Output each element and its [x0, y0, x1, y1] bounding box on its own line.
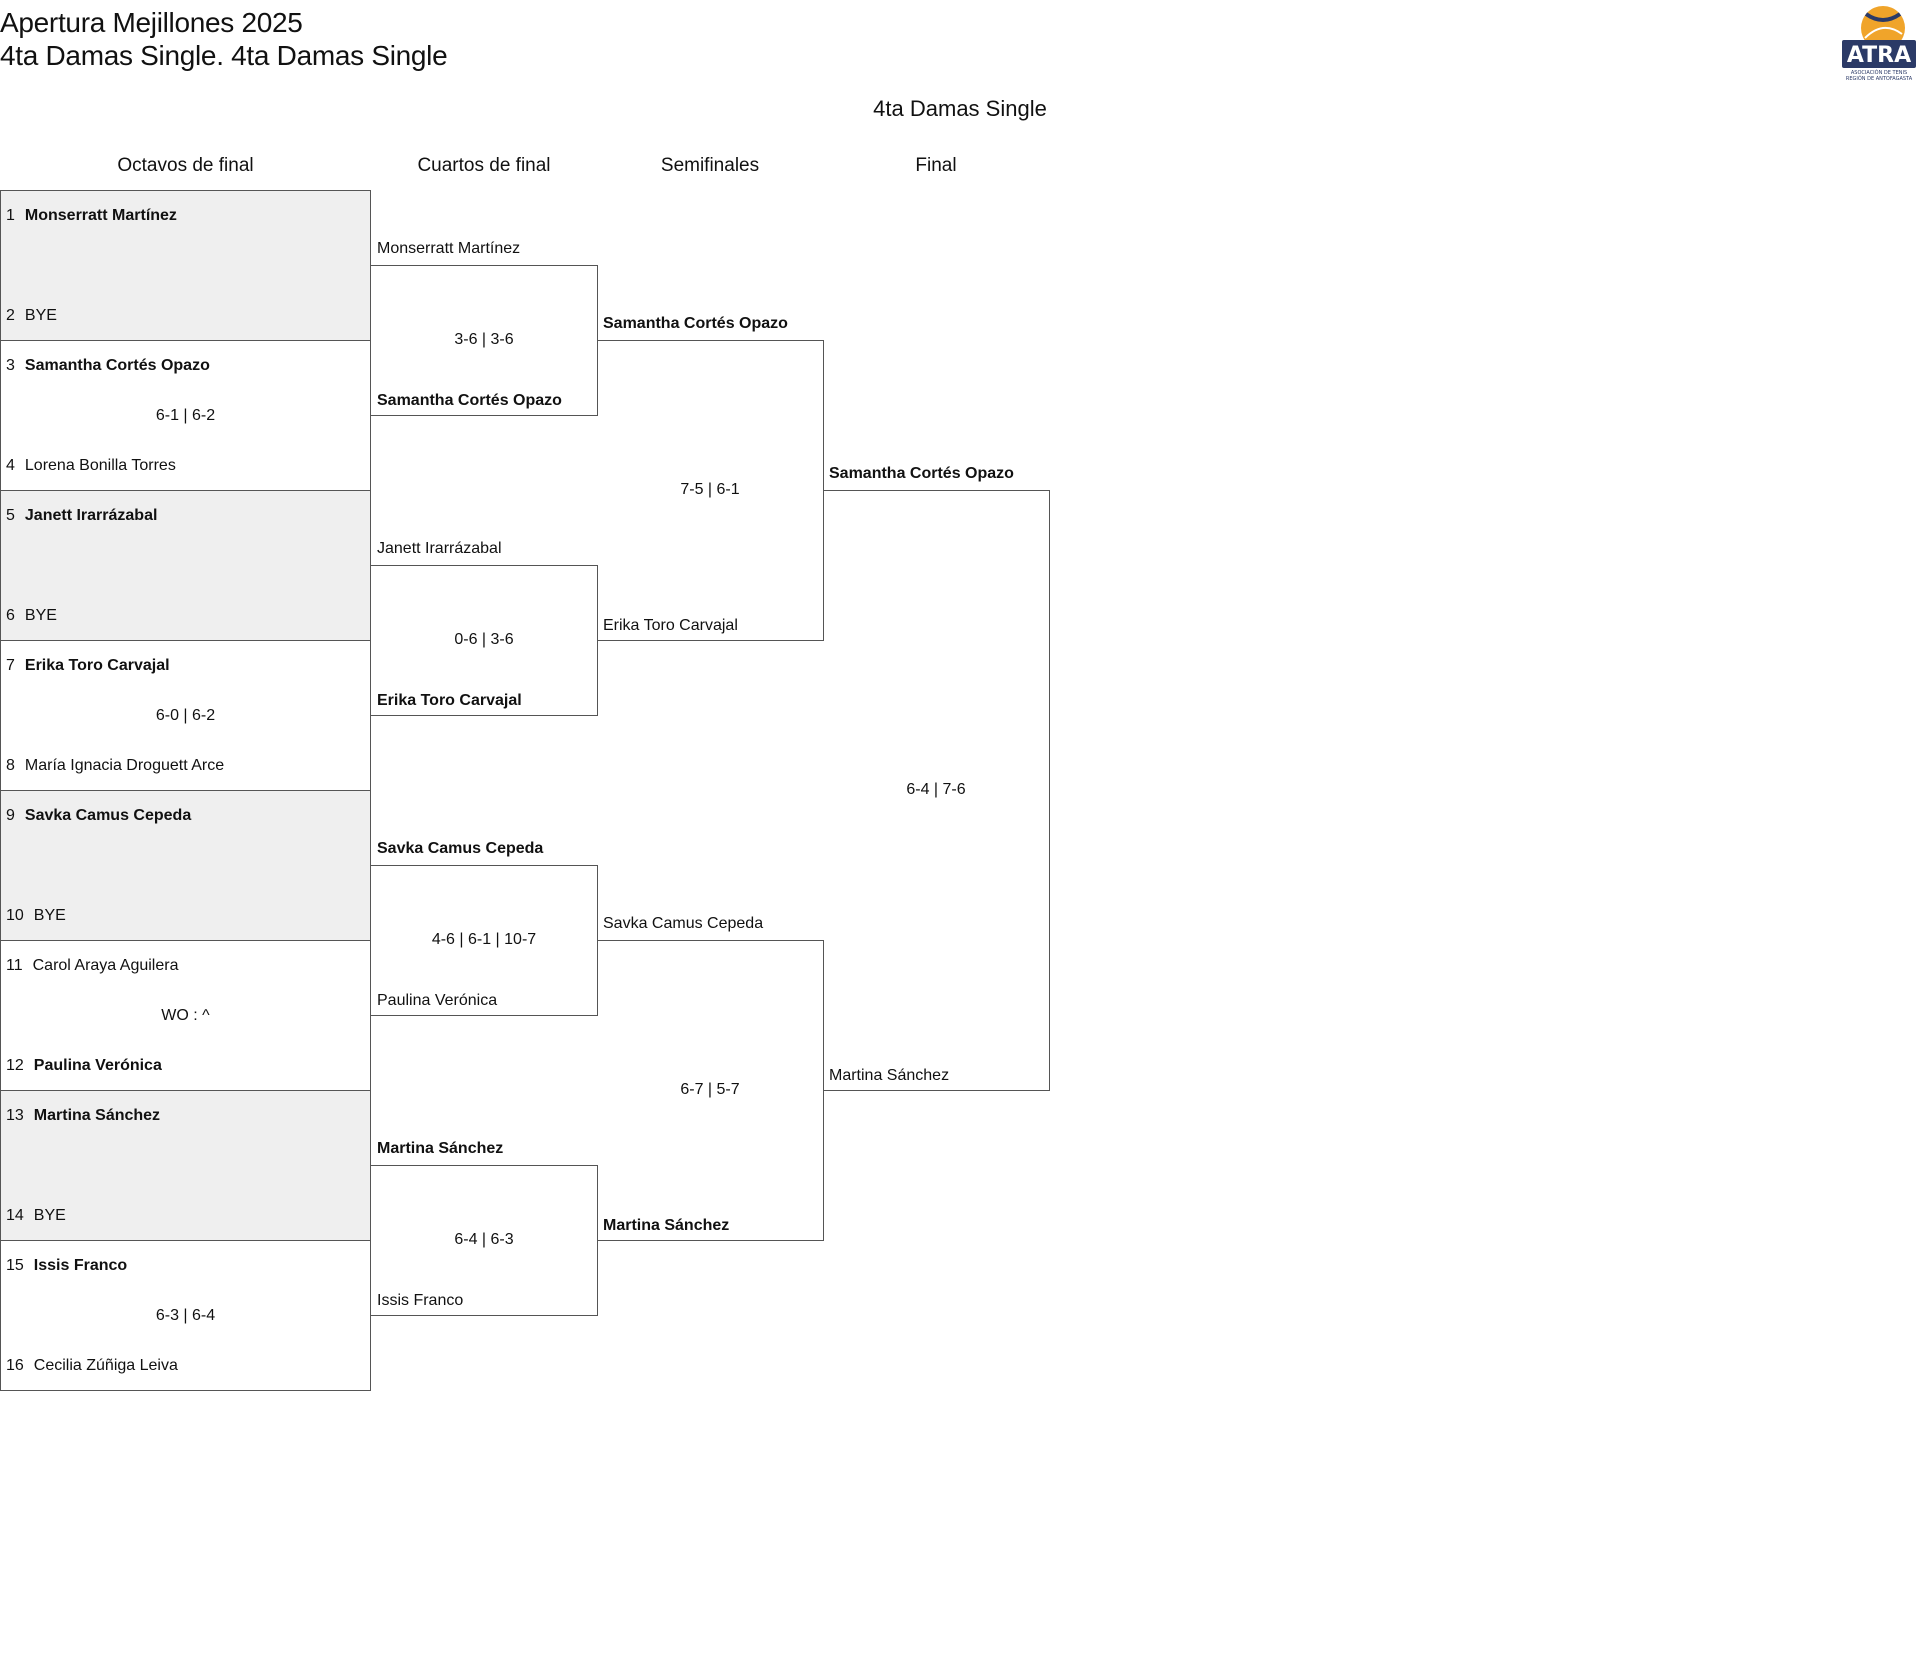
player-name: Lorena Bonilla Torres [24, 457, 176, 474]
player-name: Janett Irarrázabal [377, 540, 502, 557]
player-name: Samantha Cortés Opazo [377, 392, 562, 409]
seed-number: 12 [6, 1057, 24, 1074]
seed-number: 6 [6, 607, 15, 624]
seed-number: 15 [6, 1257, 24, 1274]
round-header-octavos: Octavos de final [117, 155, 254, 176]
match-score: 6-0 | 6-2 [155, 707, 216, 724]
player-name: Paulina Verónica [33, 1057, 162, 1074]
player-name: BYE [33, 907, 66, 924]
player-name: Martina Sánchez [829, 1067, 950, 1084]
player-name: Erika Toro Carvajal [24, 657, 170, 674]
seed-number: 7 [6, 657, 15, 674]
player-name: Paulina Verónica [377, 992, 498, 1009]
seed-number: 1 [6, 207, 15, 224]
match-score: 7-5 | 6-1 [680, 481, 740, 498]
draw-title: 4ta Damas Single [873, 96, 1047, 121]
player-entry: 7 Erika Toro Carvajal [6, 656, 170, 676]
player-name: Cecilia Zúñiga Leiva [33, 1357, 178, 1374]
match-score: 6-3 | 6-4 [155, 1307, 216, 1324]
player-entry: 3 Samantha Cortés Opazo [6, 356, 210, 376]
player-name: Savka Camus Cepeda [377, 840, 544, 857]
seed-number: 5 [6, 507, 15, 524]
player-name: BYE [24, 607, 57, 624]
player-name: María Ignacia Droguett Arce [24, 757, 225, 774]
player-entry: 13 Martina Sánchez [6, 1106, 160, 1126]
tournament-title: Apertura Mejillones 2025 [0, 7, 303, 38]
player-name: Janett Irarrázabal [24, 507, 158, 524]
player-entry: 11 Carol Araya Aguilera [6, 956, 178, 976]
player-name: Erika Toro Carvajal [377, 692, 522, 709]
seed-number: 2 [6, 307, 15, 324]
player-entry: 4 Lorena Bonilla Torres [6, 456, 176, 476]
seed-number: 3 [6, 357, 15, 374]
player-entry: 16 Cecilia Zúñiga Leiva [6, 1356, 178, 1376]
match-box-final [823, 490, 1050, 1091]
svg-text:ASOCIACIÓN DE TENIS: ASOCIACIÓN DE TENIS [1851, 69, 1907, 76]
match-score: 4-6 | 6-1 | 10-7 [431, 931, 537, 948]
category-title: 4ta Damas Single. 4ta Damas Single [0, 40, 448, 71]
seed-number: 9 [6, 807, 15, 824]
player-name: Martina Sánchez [603, 1217, 730, 1234]
seed-number: 10 [6, 907, 24, 924]
round-header-cuartos: Cuartos de final [417, 155, 551, 176]
match-box-octavos [0, 490, 371, 641]
match-score: 3-6 | 3-6 [454, 331, 514, 348]
round-header-semifinales: Semifinales [660, 155, 760, 176]
match-box-octavos [0, 1240, 371, 1391]
player-name: Samantha Cortés Opazo [603, 315, 788, 332]
match-score: 6-4 | 6-3 [454, 1231, 514, 1248]
seed-number: 16 [6, 1357, 24, 1374]
player-name: Samantha Cortés Opazo [24, 357, 210, 374]
player-name: Martina Sánchez [33, 1107, 161, 1124]
player-entry: 9 Savka Camus Cepeda [6, 806, 191, 826]
seed-number: 4 [6, 457, 15, 474]
player-name: Erika Toro Carvajal [603, 617, 738, 634]
player-name: Carol Araya Aguilera [32, 957, 179, 974]
player-entry: 10 BYE [6, 906, 66, 926]
player-name: Monserratt Martínez [24, 207, 177, 224]
player-entry: 12 Paulina Verónica [6, 1056, 162, 1076]
seed-number: 13 [6, 1107, 24, 1124]
player-name: Monserratt Martínez [377, 240, 521, 257]
match-score: 6-4 | 7-6 [906, 781, 966, 798]
match-score: 6-1 | 6-2 [155, 407, 216, 424]
player-name: Samantha Cortés Opazo [829, 465, 1014, 482]
player-entry: 8 María Ignacia Droguett Arce [6, 756, 224, 776]
seed-number: 11 [6, 957, 23, 974]
svg-text:REGIÓN DE ANTOFAGASTA: REGIÓN DE ANTOFAGASTA [1846, 75, 1913, 82]
match-score: WO : ^ [161, 1007, 210, 1024]
player-entry: 14 BYE [6, 1206, 66, 1226]
player-entry: 1 Monserratt Martínez [6, 206, 177, 226]
player-entry: 2 BYE [6, 306, 57, 326]
seed-number: 8 [6, 757, 15, 774]
player-name: Issis Franco [33, 1257, 128, 1274]
match-score: 0-6 | 3-6 [454, 631, 514, 648]
player-name: BYE [33, 1207, 66, 1224]
match-box-octavos [0, 190, 371, 341]
player-entry: 6 BYE [6, 606, 57, 626]
round-header-final: Final [915, 155, 957, 176]
player-name: Issis Franco [377, 1292, 464, 1309]
player-name: Savka Camus Cepeda [603, 915, 764, 932]
player-name: BYE [24, 307, 57, 324]
player-name: Savka Camus Cepeda [24, 807, 192, 824]
logo-text: ATRA [1847, 43, 1911, 68]
player-entry: 5 Janett Irarrázabal [6, 506, 157, 526]
seed-number: 14 [6, 1207, 24, 1224]
player-entry: 15 Issis Franco [6, 1256, 127, 1276]
match-box-octavos [0, 1090, 371, 1241]
player-name: Martina Sánchez [377, 1140, 504, 1157]
match-score: 6-7 | 5-7 [680, 1081, 740, 1098]
atra-logo: ATRA ASOCIACIÓN DE TENIS REGIÓN DE ANTOF… [1842, 6, 1916, 82]
